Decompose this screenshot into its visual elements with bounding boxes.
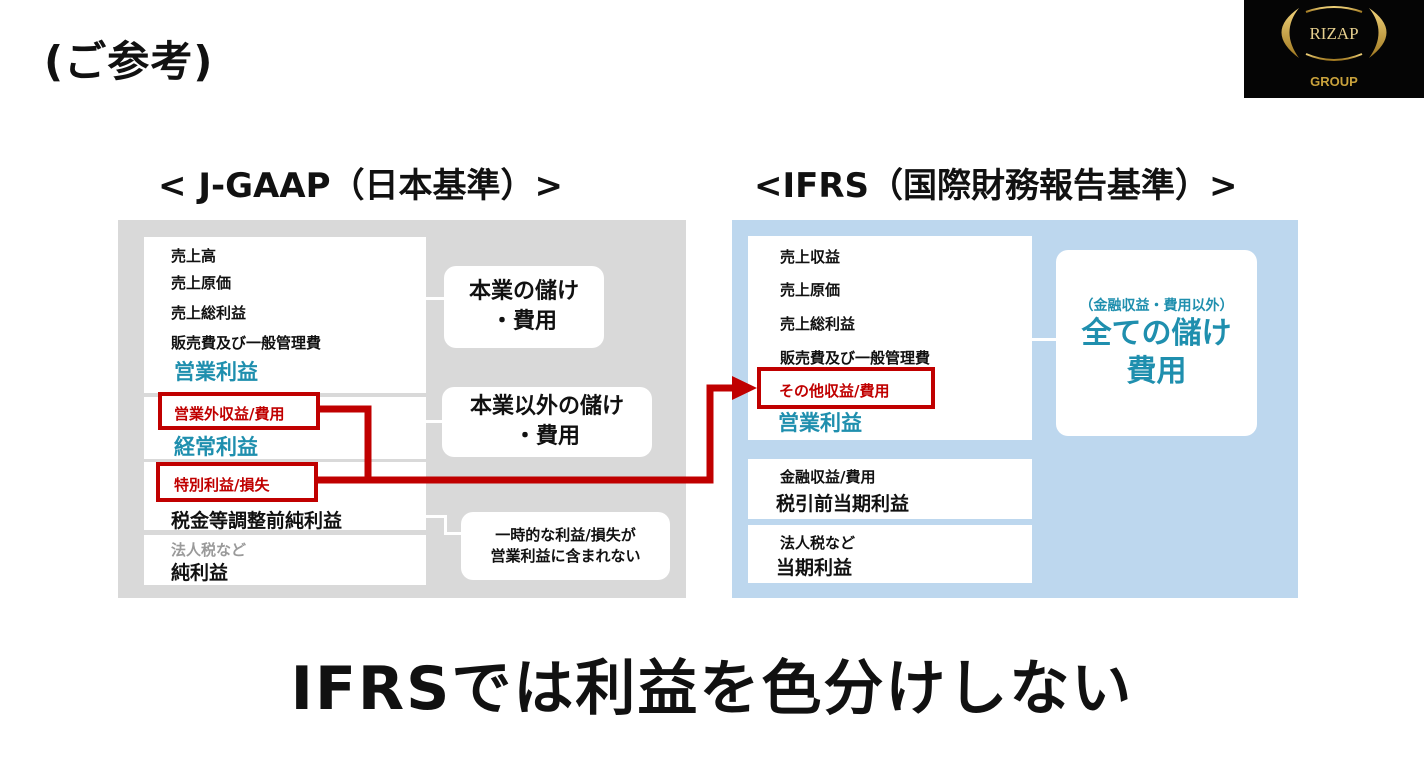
ifrs-heading: <IFRS（国際財務報告基準）>: [754, 166, 1238, 206]
callout-line: ・費用: [490, 309, 557, 334]
conclusion-text: IFRSでは利益を色分けしない: [290, 654, 1134, 724]
jgaap-highlight-extraordinary: 特別利益/損失: [156, 462, 318, 502]
callout-temporary: 一時的な利益/損失が 営業利益に含まれない: [461, 512, 670, 580]
ifrs-finance-label: 金融収益/費用: [780, 468, 876, 486]
callout-line: 営業利益に含まれない: [490, 547, 641, 565]
jgaap-heading: < J-GAAP（日本基準）>: [158, 166, 564, 206]
jgaap-box-net: 法人税など 純利益: [144, 535, 426, 585]
ifrs-pretax-profit: 税引前当期利益: [776, 493, 910, 515]
callout-core-business: 本業の儲け ・費用: [444, 266, 604, 348]
callout-line: 全ての儲け: [1081, 316, 1232, 351]
jgaap-ordinary-profit: 経常利益: [174, 435, 258, 459]
connector-line: [426, 420, 444, 423]
connector-line: [1032, 338, 1058, 341]
ifrs-item: 売上総利益: [780, 315, 856, 333]
ifrs-item: 売上原価: [780, 281, 841, 299]
callout-non-core: 本業以外の儲け ・費用: [442, 387, 652, 457]
page-title: (ご参考): [44, 37, 214, 86]
jgaap-operating-profit: 営業利益: [174, 360, 258, 384]
ifrs-operating-profit: 営業利益: [778, 411, 862, 435]
jgaap-box-operating: 売上高 売上原価 売上総利益 販売費及び一般管理費 営業利益: [144, 237, 426, 393]
connector-line: [444, 532, 462, 535]
arrow-branch: [318, 405, 372, 484]
connector-line: [426, 515, 446, 518]
callout-all-income: （金融収益・費用以外） 全ての儲け 費用: [1056, 250, 1257, 436]
callout-line: 費用: [1126, 354, 1187, 389]
jgaap-item: 売上総利益: [171, 304, 247, 322]
ifrs-net-profit: 当期利益: [776, 557, 853, 579]
ifrs-tax-label: 法人税など: [780, 534, 856, 552]
ifrs-box-net: 法人税など 当期利益: [748, 525, 1032, 583]
callout-line: 一時的な利益/損失が: [495, 526, 636, 544]
jgaap-net-profit: 純利益: [171, 562, 229, 584]
arrow-trunk: [368, 384, 735, 484]
ifrs-box-pretax: 金融収益/費用 税引前当期利益: [748, 459, 1032, 519]
ifrs-other-label: その他収益/費用: [779, 382, 890, 400]
jgaap-item: 販売費及び一般管理費: [171, 334, 322, 352]
rizap-logo: RIZAP GROUP: [1244, 0, 1424, 98]
arrow-head-icon: [732, 376, 757, 400]
connector-line: [444, 515, 447, 535]
svg-text:GROUP: GROUP: [1310, 74, 1358, 89]
callout-line: 本業の儲け: [468, 279, 579, 304]
jgaap-highlight-nonoperating: 営業外収益/費用: [158, 392, 320, 430]
connector-line: [426, 297, 444, 300]
jgaap-item: 売上原価: [171, 274, 232, 292]
jgaap-pretax-profit: 税金等調整前純利益: [171, 510, 343, 532]
ifrs-item: 売上収益: [780, 248, 841, 266]
jgaap-nonoperating-label: 営業外収益/費用: [174, 405, 285, 423]
jgaap-tax-label: 法人税など: [171, 541, 247, 559]
ifrs-item: 販売費及び一般管理費: [780, 349, 931, 367]
callout-line: ・費用: [513, 424, 580, 449]
callout-line: 本業以外の儲け: [469, 394, 624, 419]
ifrs-highlight-other: その他収益/費用: [757, 367, 935, 409]
rizap-logo-icon: RIZAP GROUP: [1281, 6, 1387, 89]
svg-text:RIZAP: RIZAP: [1309, 24, 1358, 43]
jgaap-item: 売上高: [171, 247, 217, 265]
jgaap-extraordinary-label: 特別利益/損失: [174, 476, 270, 494]
callout-sub: （金融収益・費用以外）: [1079, 298, 1234, 314]
